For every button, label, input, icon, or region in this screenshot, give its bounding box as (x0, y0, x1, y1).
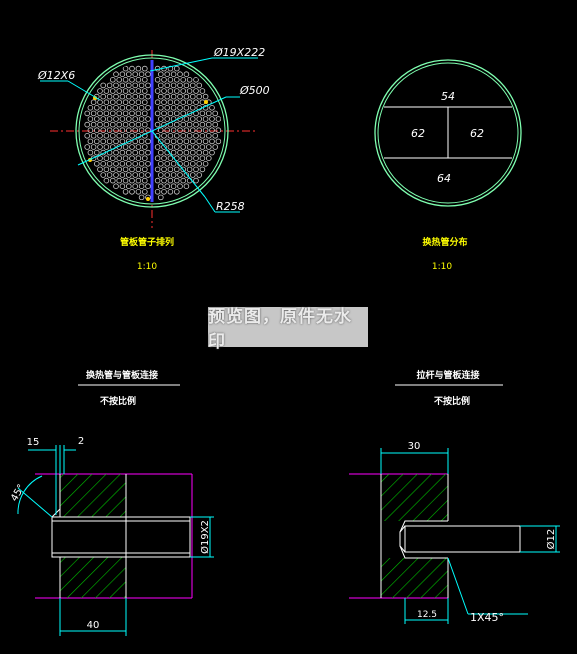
count-bottom: 64 (437, 172, 451, 185)
scale-tube-layout: 1:10 (137, 262, 157, 272)
dim-chamfer: 1X45° (470, 611, 504, 624)
dim-radius: R258 (216, 200, 245, 213)
tube-hole-grid (84, 65, 222, 201)
count-right: 62 (470, 127, 484, 140)
tube-distribution-view: 54 62 62 64 换热管分布 1:10 (374, 59, 522, 272)
scale-tube-distribution: 1:10 (432, 262, 452, 272)
watermark: 预览图，原件无水印 (208, 307, 368, 352)
dim-40: 40 (87, 620, 100, 631)
dim-dia: Ø19X2 (199, 520, 211, 554)
count-left: 62 (411, 127, 425, 140)
scale-rod-joint: 不按比例 (434, 395, 470, 407)
dim-tube-dia: Ø19X222 (213, 46, 265, 59)
title-tube-layout: 管板管子排列 (120, 236, 174, 248)
count-top: 54 (441, 90, 455, 103)
dim-diameter: Ø500 (239, 84, 270, 97)
rod-joint-view: 拉杆与管板连接 不按比例 30 Ø12 12.5 1X45° (349, 369, 560, 624)
tube-layout-view: Ø19X222 Ø12X6 Ø500 R258 管板管子排列 1:10 (37, 46, 270, 272)
title-rod-joint: 拉杆与管板连接 (416, 369, 479, 381)
dim-15: 15 (27, 437, 40, 448)
title-tube-distribution: 换热管分布 (422, 236, 467, 248)
dim-30: 30 (408, 441, 421, 452)
tube-joint-view: 换热管与管板连接 不按比例 15 2 45° Ø19X2 40 (9, 369, 214, 636)
dim-small-hole: Ø12X6 (37, 69, 75, 82)
title-tube-joint: 换热管与管板连接 (86, 369, 158, 381)
scale-tube-joint: 不按比例 (100, 395, 136, 407)
dim-12-5: 12.5 (417, 610, 437, 620)
dim-2: 2 (78, 436, 84, 447)
dim-rod-dia: Ø12 (545, 529, 557, 550)
